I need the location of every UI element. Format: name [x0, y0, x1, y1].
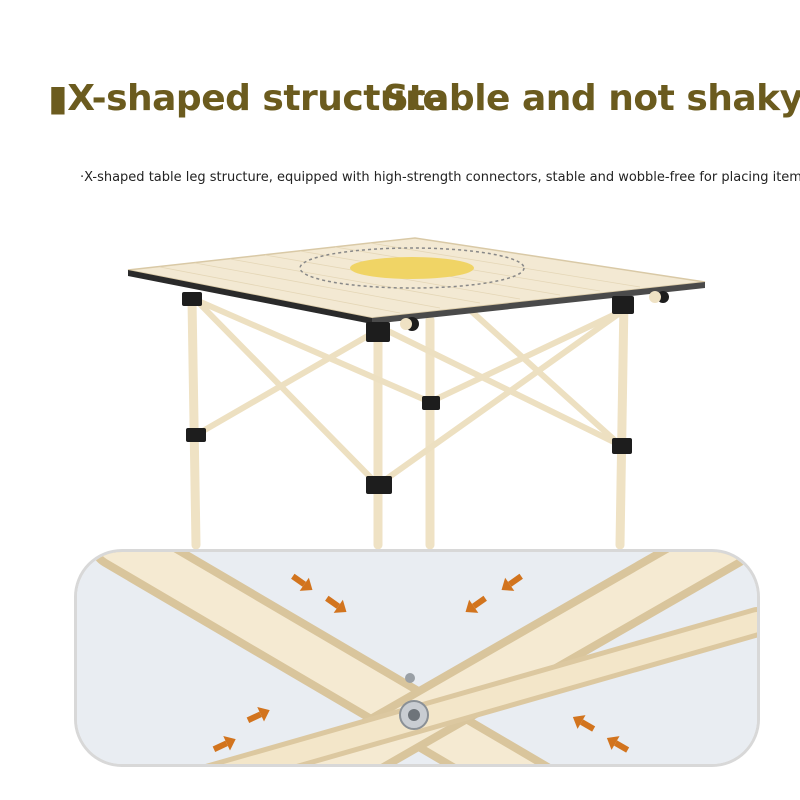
feature-description: ·X-shaped table leg structure, equipped …: [80, 170, 800, 185]
arrow-icon: [212, 736, 236, 752]
headline: ▮X-shaped structure Stable and not shaky…: [0, 78, 800, 128]
smiley-logo-icon: [350, 257, 474, 279]
rivet-icon: [405, 673, 415, 683]
table-legs: [187, 295, 629, 550]
arrow-icon: [572, 715, 596, 732]
x-joint-closeup: [77, 552, 757, 764]
headline-part-2: Stable and not shaky▮: [383, 78, 800, 119]
tabletop-edge-right: [372, 282, 705, 324]
arrows: [212, 573, 630, 753]
arrow-icon: [325, 595, 347, 613]
arrow-icon: [501, 573, 523, 591]
arrow-icon: [465, 595, 487, 613]
arrow-icon: [606, 736, 630, 753]
x-braces: [193, 297, 627, 488]
detail-inset: [74, 549, 760, 767]
tabletop-edge-left: [128, 270, 372, 324]
logo-ring: [299, 247, 525, 289]
arrow-icon: [246, 707, 270, 723]
arrow-icon: [291, 573, 313, 591]
headline-part-1: ▮X-shaped structure: [48, 78, 447, 119]
